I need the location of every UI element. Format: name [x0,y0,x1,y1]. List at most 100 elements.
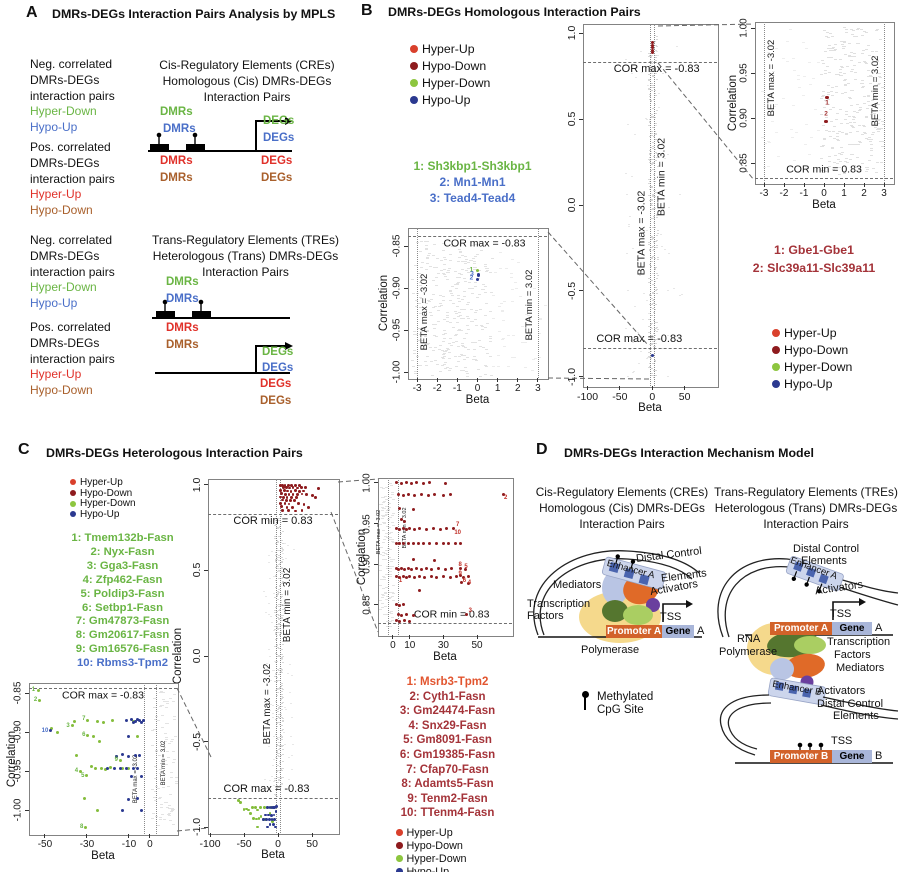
noise-point [268,746,271,748]
noise-point [462,277,466,279]
noise-point [274,536,277,538]
noise-point [288,778,291,780]
data-point [295,496,298,500]
noise-point [639,50,642,52]
noise-point [864,170,868,172]
noise-point [274,646,277,648]
noise-point [470,308,474,310]
noise-point [379,599,383,601]
noise-point [461,354,465,356]
noise-point [277,755,280,756]
noise-point [655,122,658,124]
noise-point [832,169,836,171]
noise-point [654,268,657,270]
gene-pair-item: 9: Tenm2-Fasn [407,792,488,805]
noise-point [651,113,654,115]
noise-point [271,669,274,671]
noise-point [281,604,284,606]
data-point [267,817,271,821]
noise-point [168,793,172,795]
noise-point [877,104,881,106]
noise-point [274,710,277,711]
noise-point [478,294,482,296]
noise-point [456,297,460,299]
legend-item: Hypo-Up [410,91,490,108]
data-point [72,719,76,723]
noise-point [829,47,833,49]
x-tick-label: 0 [147,839,153,850]
noise-point [649,331,652,333]
noise-point [440,270,444,272]
x-tick-label: 50 [306,838,318,850]
legend-item: Hyper-Down [410,74,490,91]
noise-point [281,657,284,659]
gene-pair-item: 10: Rbms3-Tpm2 [76,657,169,670]
noise-point [633,134,636,136]
noise-point [290,768,293,770]
data-point [290,505,294,509]
noise-point [172,808,176,810]
data-point [416,542,420,546]
noise-point [279,687,282,689]
noise-point [807,61,811,63]
data-point [300,509,304,513]
point-number-label: 1 [469,266,474,274]
noise-point [856,144,860,146]
noise-point [154,791,158,793]
noise-point [654,131,657,133]
noise-point [425,248,429,250]
legend-item: Hypo-Up [772,375,852,392]
noise-point [860,83,864,85]
noise-point [391,559,395,561]
noise-point [656,258,659,260]
noise-point [878,82,882,84]
noise-point [850,34,854,36]
data-point [435,541,439,545]
noise-point [412,365,415,367]
point-number-label: 4 [467,579,472,586]
noise-point [766,51,770,53]
noise-point [389,560,393,562]
noise-point [645,300,648,302]
noise-point [650,146,653,148]
noise-point [274,778,277,780]
noise-point [837,158,841,160]
x-tick [392,635,394,639]
noise-point [828,161,832,163]
noise-point [276,669,279,671]
noise-point [861,133,865,135]
noise-point [429,265,433,267]
noise-point [158,796,162,798]
noise-point [648,249,651,251]
noise-point [881,146,885,148]
noise-point [380,594,384,596]
gene-pair-item: 10: TTenm4-Fasn [400,807,495,820]
noise-point [653,241,656,243]
y-tick [751,117,755,119]
noise-point [648,160,651,162]
y-tick [374,563,378,565]
noise-point [764,143,768,145]
noise-point [648,264,651,266]
noise-point [420,274,424,276]
noise-point [458,329,462,331]
methyl-dot [198,299,204,305]
noise-point [382,587,386,589]
noise-point [289,703,292,705]
noise-point [277,568,280,570]
noise-point [491,366,495,368]
noise-point [280,551,283,553]
noise-point [853,110,857,112]
noise-point [474,255,478,257]
noise-point [276,620,279,622]
cor-threshold-label: COR max = -0.83 [223,783,310,796]
data-point [394,574,398,578]
data-point [295,486,299,490]
noise-point [880,87,884,89]
noise-point [832,50,836,52]
noise-point [652,341,655,343]
data-point [420,567,424,571]
noise-point [851,55,855,57]
